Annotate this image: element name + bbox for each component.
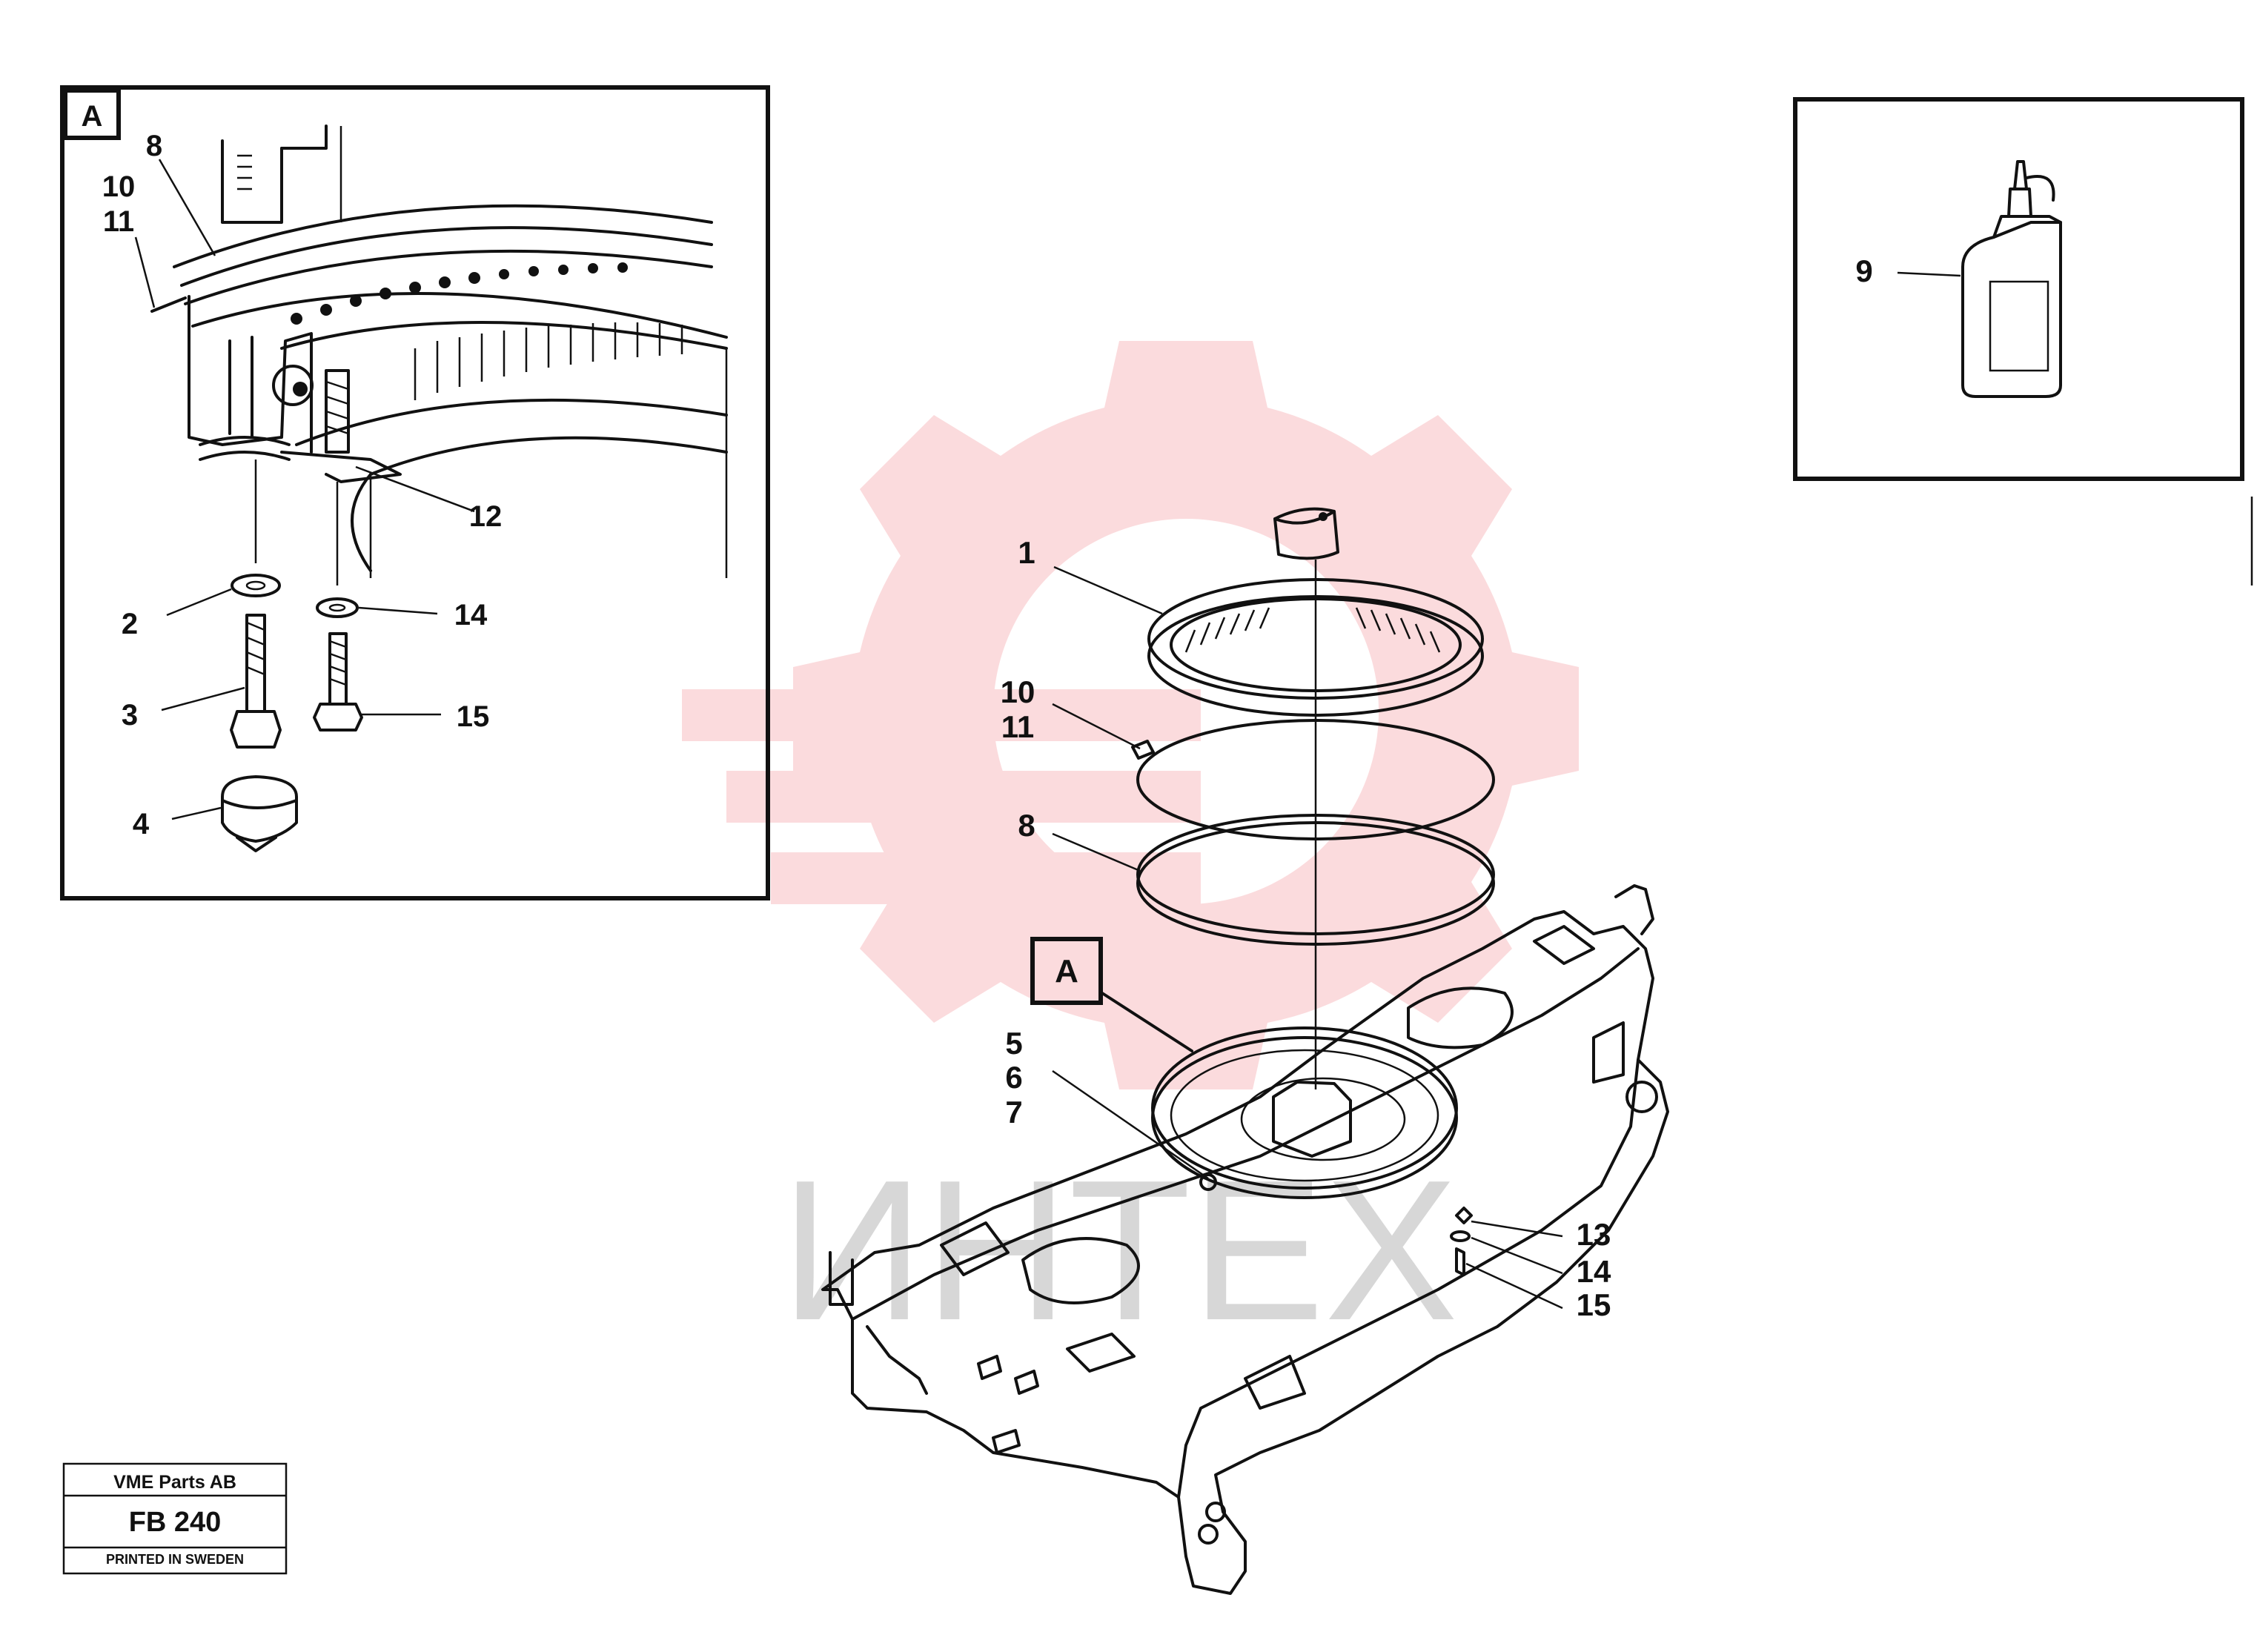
- bolt-3: [230, 614, 282, 749]
- side-bolts-13-15: [1450, 1207, 1473, 1276]
- main-callout-15: 15: [1577, 1287, 1611, 1322]
- main-leaders: [1052, 565, 1563, 1310]
- title-printed: PRINTED IN SWEDEN: [106, 1552, 244, 1567]
- pin-10-11: [1131, 740, 1155, 760]
- cap-4: [221, 775, 298, 852]
- main-callout-13: 13: [1577, 1217, 1611, 1252]
- main-callout-11: 11: [1001, 709, 1034, 744]
- detail-frame: [60, 85, 770, 900]
- inset-frame: [1793, 97, 2244, 481]
- washer-2: [231, 574, 281, 597]
- main-callout-6: 6: [1005, 1060, 1022, 1095]
- title-block: VME Parts AB FB 240 PRINTED IN SWEDEN: [62, 1462, 288, 1575]
- main-callout-1: 1: [1018, 535, 1035, 570]
- main-assembly: A 1 10 11 8 5 6 7 13 14 15: [821, 507, 1669, 1595]
- detail-callout-12: 12: [469, 500, 503, 533]
- detail-callout-10: 10: [102, 170, 136, 203]
- detail-callout-2: 2: [122, 608, 138, 640]
- main-callout-8: 8: [1018, 808, 1035, 843]
- detail-leaders: [134, 159, 475, 820]
- slewing-ring-section: [173, 204, 728, 578]
- main-label-arrow: [1101, 992, 1193, 1052]
- detail-callout-3: 3: [122, 699, 138, 732]
- main-label-box: [1030, 937, 1103, 1005]
- title-company: VME Parts AB: [113, 1472, 236, 1493]
- washer-14-detail: [316, 597, 359, 618]
- detail-callout-8: 8: [146, 130, 162, 162]
- detail-callout-15: 15: [457, 700, 490, 733]
- main-callout-14: 14: [1577, 1254, 1611, 1289]
- plug-top: [1273, 507, 1339, 560]
- seal-ring-8: [1136, 814, 1495, 946]
- detail-callout-11: 11: [103, 205, 134, 238]
- main-callout-5: 5: [1005, 1026, 1022, 1061]
- detail-label-box: [63, 88, 121, 140]
- detail-callout-4: 4: [133, 808, 150, 840]
- seal-ring-10-11: [1136, 719, 1495, 840]
- bearing-ring-1: [1147, 578, 1484, 717]
- bolt-15-detail: [313, 632, 363, 732]
- grease-bottle-9: [1961, 160, 2062, 398]
- upper-structure: [221, 125, 342, 224]
- detail-label-a: A: [82, 100, 103, 133]
- detail-view-a: A: [60, 85, 770, 900]
- undercarriage-frame: [821, 884, 1669, 1595]
- watermark-gear-logo: [682, 341, 1579, 1089]
- inset-leader-9: [1897, 271, 1961, 277]
- main-callout-10: 10: [1001, 674, 1035, 709]
- title-code: FB 240: [129, 1507, 222, 1538]
- main-callout-7: 7: [1005, 1095, 1022, 1129]
- pin-10-11-detail: [150, 296, 187, 313]
- detail-callout-14: 14: [454, 599, 488, 631]
- inset-view-grease: 9: [1793, 97, 2244, 481]
- inset-callout-9: 9: [1855, 253, 1872, 288]
- main-label-a: A: [1055, 953, 1078, 989]
